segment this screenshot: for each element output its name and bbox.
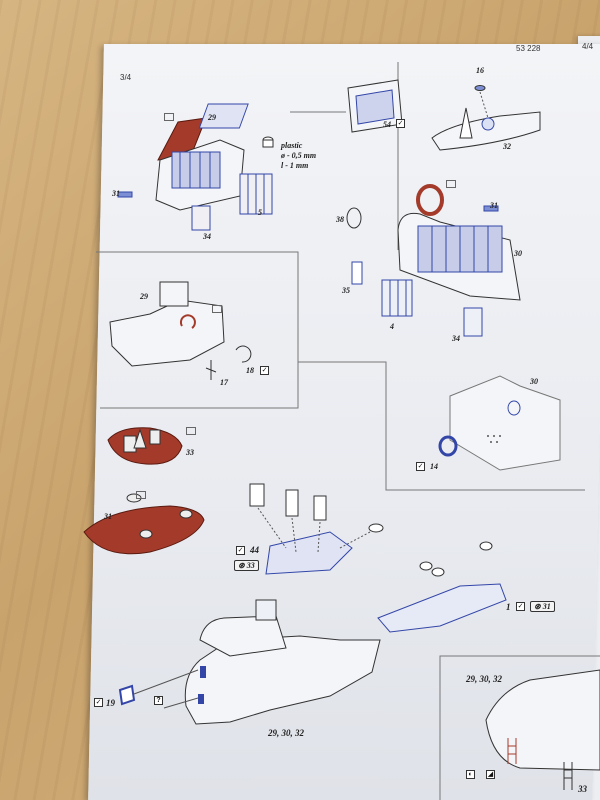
label-part-18: 18 <box>246 366 254 375</box>
check-box: ✓ <box>396 119 405 128</box>
label-part-19: 19 <box>106 698 115 708</box>
main-hull-assembly <box>118 599 381 725</box>
label-part-14: 14 <box>430 462 438 471</box>
label-part-30: 30 <box>514 249 522 258</box>
label-part-33-red: 33 <box>186 448 194 457</box>
label-part-5: 5 <box>258 208 262 217</box>
plastic-label: plastic <box>281 141 303 150</box>
check-box-19: ✓ <box>94 698 103 707</box>
check-box-44: ✓ <box>236 546 245 555</box>
plastic-diameter: ø - 0,5 mm <box>281 151 317 160</box>
label-part-31-pill: ⊛ 31 <box>530 601 555 612</box>
label-part-54: 54 <box>383 120 391 129</box>
section-border-left <box>96 251 299 409</box>
label-part-30-lower: 30 <box>530 377 538 386</box>
label-combo-main: 29, 30, 32 <box>268 728 304 738</box>
label-part-33-bottom: 33 <box>578 784 587 794</box>
glue-icon-box: ◢ <box>486 770 495 779</box>
page-number-right: 4/4 <box>582 42 594 51</box>
label-part-33-pill: ⊛ 33 <box>234 560 259 571</box>
check-box-1: ✓ <box>516 602 525 611</box>
plastic-length: l - 1 mm <box>281 161 309 170</box>
kit-code: 53 228 <box>516 44 541 53</box>
small-ref-box-3 <box>212 305 222 313</box>
part-31-deck-blue <box>377 541 507 633</box>
label-part-44: 44 <box>250 545 259 555</box>
label-part-17: 17 <box>220 378 228 387</box>
label-part-34: 34 <box>203 232 211 241</box>
label-part-32: 32 <box>503 142 511 151</box>
check-box-18: ✓ <box>260 366 269 375</box>
label-combo-bottom-right: 29, 30, 32 <box>466 674 502 684</box>
part-54-fret <box>347 79 403 133</box>
page-number-left: 3/4 <box>120 73 132 82</box>
paint-icon-box: ◐ <box>466 770 475 779</box>
hull-section-right <box>438 375 561 471</box>
part-33-red-deck <box>107 427 183 465</box>
section-border-bottom <box>439 655 600 800</box>
label-part-16: 16 <box>476 66 484 75</box>
section-border-right <box>298 361 585 491</box>
small-ref-box-4 <box>186 427 196 435</box>
small-ref-box <box>164 113 174 121</box>
label-part-33-text: 33 <box>246 561 255 570</box>
label-part-29: 29 <box>208 113 216 122</box>
conning-tower-top-left <box>117 103 274 231</box>
check-box-14: ✓ <box>416 462 425 471</box>
question-box: ? <box>154 696 163 705</box>
label-part-38: 38 <box>336 215 344 224</box>
label-part-34-middle: 34 <box>452 334 460 343</box>
label-part-31-text: 31 <box>542 602 551 611</box>
part-31-red-deck <box>83 493 205 555</box>
label-part-31-middle: 31 <box>490 201 498 210</box>
label-part-35: 35 <box>342 286 350 295</box>
part-33-deck-cylinders <box>249 483 384 575</box>
hull-bottom-right <box>485 669 600 790</box>
conning-tower-middle-right <box>346 184 521 337</box>
label-part-29-left: 29 <box>140 292 148 301</box>
small-ref-box-2 <box>446 180 456 188</box>
part-32-deck <box>431 85 541 151</box>
small-ref-box-5 <box>136 491 146 499</box>
conning-tower-middle-left <box>109 281 252 380</box>
label-part-31: 31 <box>112 189 120 198</box>
label-part-4: 4 <box>390 322 394 331</box>
label-part-1: 1 <box>506 602 511 612</box>
label-part-31-red: 31 <box>104 512 112 521</box>
